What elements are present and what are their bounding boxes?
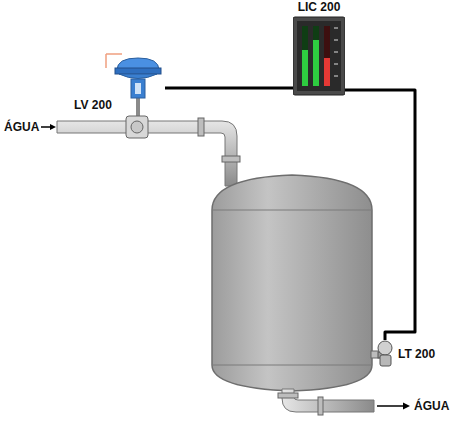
pipe-flange (318, 397, 323, 415)
flow-label: ÁGUA (414, 399, 449, 413)
signal-line (165, 88, 293, 89)
valve-stem (136, 97, 140, 117)
outlet-pipe (282, 389, 374, 412)
signal-line (345, 90, 415, 340)
valve-body (126, 116, 148, 138)
tank-seam (212, 210, 372, 211)
flow-arrow (377, 405, 404, 407)
arrow-head (403, 403, 410, 410)
pipe-flange (278, 393, 298, 398)
pipe-flange (198, 118, 204, 136)
arrow-head (50, 124, 56, 130)
signal-line (345, 90, 415, 340)
tag-label: LV 200 (74, 98, 165, 112)
controller-panel-symbol (293, 0, 345, 98)
control-valve: LV 200 (70, 52, 165, 130)
tag-label: LIC 200 (293, 0, 345, 14)
signal-line (165, 87, 293, 90)
valve-body (131, 121, 143, 133)
tank-seam (212, 365, 372, 366)
flow-label: ÁGUA (4, 120, 39, 134)
level-transmitter: LT 200 (374, 340, 452, 368)
pipe-flange (222, 156, 240, 162)
control-valve-symbol (70, 52, 165, 130)
tank (212, 175, 372, 391)
tag-label: LT 200 (398, 347, 452, 361)
controller-panel: LIC 200 (293, 0, 345, 98)
